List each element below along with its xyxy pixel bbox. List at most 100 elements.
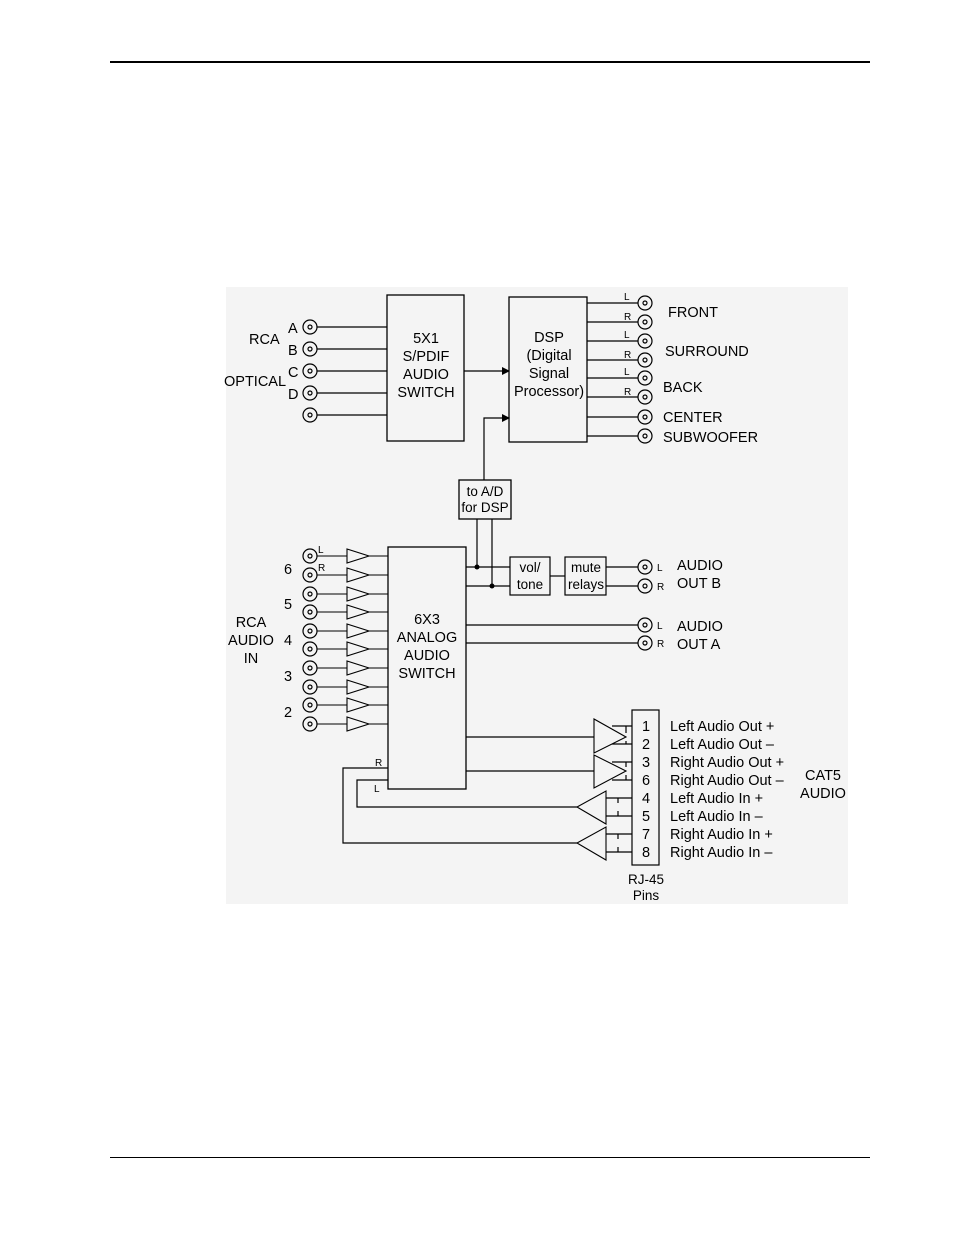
cat5-signal-lines [342, 725, 632, 853]
rj45-signal-5: Left Audio In + [670, 791, 763, 807]
jack-out-a-l [637, 617, 653, 633]
mute-relays-box [564, 556, 607, 596]
rj45-pin-4: 4 [642, 791, 650, 807]
in-amp-right [575, 826, 607, 861]
spdif-letter-c: C [288, 365, 298, 381]
rj45-pin-1: 1 [642, 719, 650, 735]
ad-line-2: for DSP [461, 500, 508, 515]
rca-audio-in-line-2: AUDIO [228, 633, 274, 649]
rj45-pin-3: 3 [642, 755, 650, 771]
vol-tone-box [509, 556, 551, 596]
spdif-letter-b: B [288, 343, 298, 359]
out-b-label-2: OUT B [677, 576, 721, 592]
dsp-output-jacks [587, 295, 653, 444]
out-amp-left [593, 718, 628, 754]
back-l-letter: L [624, 367, 630, 378]
rj45-pin-7: 7 [642, 827, 650, 843]
spdif-rca-label: RCA [249, 332, 280, 348]
out-b-jacks [637, 559, 653, 594]
input-number-3: 3 [284, 669, 292, 685]
jack-subwoofer [637, 428, 653, 444]
ad-box [458, 479, 512, 520]
out-a-l-letter: L [657, 621, 663, 632]
subwoofer-label: SUBWOOFER [663, 430, 758, 446]
analog-switch-line-3: AUDIO [404, 648, 450, 664]
junction-dot-r [489, 583, 495, 589]
center-label: CENTER [663, 410, 723, 426]
out-b-label-1: AUDIO [677, 558, 723, 574]
front-r-letter: R [624, 312, 631, 323]
rj45-signal-2: Left Audio Out – [670, 737, 775, 753]
spdif-letter-d: D [288, 387, 298, 403]
footer-rule [110, 1157, 870, 1158]
spdif-switch-line-2: S/PDIF [403, 349, 450, 365]
rca-audio-in-line-1: RCA [236, 615, 267, 631]
dsp-line-4: Processor) [514, 384, 584, 400]
ad-line-1: to A/D [467, 484, 504, 499]
spdif-letter-a: A [288, 321, 298, 337]
jack-out-b-l [637, 559, 653, 575]
rj45-signal-3: Right Audio Out + [670, 755, 784, 771]
surround-r-letter: R [624, 350, 631, 361]
rj45-pin-8: 8 [642, 845, 650, 861]
input-number-2: 2 [284, 705, 292, 721]
out-b-signal-lines [466, 519, 638, 587]
jack-front-l [637, 295, 653, 311]
out-b-r-letter: R [657, 582, 664, 593]
surround-l-letter: L [624, 330, 630, 341]
vol-tone-line-1: vol/ [519, 560, 540, 575]
dsp-line-2: (Digital [526, 348, 571, 364]
analog-switch-box [387, 546, 467, 790]
rj45-pin-5: 5 [642, 809, 650, 825]
rj45-signal-8: Right Audio In – [670, 845, 773, 861]
rj45-signal-4: Right Audio Out – [670, 773, 785, 789]
rj45-pin-block [631, 709, 660, 866]
in-amp-left [575, 790, 607, 825]
analog-switch-line-1: 6X3 [414, 612, 440, 628]
out-amp-right [593, 754, 628, 789]
spdif-switch-box [386, 294, 465, 442]
analog-switch-line-4: SWITCH [398, 666, 455, 682]
out-a-label-1: AUDIO [677, 619, 723, 635]
back-label: BACK [663, 380, 703, 396]
spdif-input-jacks [302, 319, 387, 423]
rj45-pin-6: 6 [642, 773, 650, 789]
jack-center [637, 409, 653, 425]
dsp-line-3: Signal [529, 366, 569, 382]
input-number-6: 6 [284, 562, 292, 578]
out-a-r-letter: R [657, 639, 664, 650]
rj45-caption-2: Pins [633, 888, 660, 903]
jack-surround-l [637, 333, 653, 349]
cat5-amplifiers [575, 718, 628, 861]
cat5-label-1: CAT5 [805, 768, 841, 784]
rj45-signal-7: Right Audio In + [670, 827, 773, 843]
out-b-l-letter: L [657, 563, 663, 574]
analog-switch-line-2: ANALOG [397, 630, 457, 646]
jack-out-b-r [637, 578, 653, 594]
dsp-box [508, 296, 588, 443]
analog-l-letter: L [318, 545, 324, 556]
input-buffers [317, 548, 388, 732]
spdif-switch-line-1: 5X1 [413, 331, 439, 347]
front-l-letter: L [624, 292, 630, 303]
rj45-signal-6: Left Audio In – [670, 809, 764, 825]
jack-surround-r [637, 352, 653, 368]
vol-tone-line-2: tone [517, 577, 543, 592]
analog-r-letter: R [318, 563, 325, 574]
out-a-jacks [637, 617, 653, 651]
rj45-caption-1: RJ-45 [628, 872, 664, 887]
back-r-letter: R [624, 387, 631, 398]
surround-label: SURROUND [665, 344, 749, 360]
jack-back-r [637, 389, 653, 405]
jack-back-l [637, 370, 653, 386]
rj45-signal-1: Left Audio Out + [670, 719, 774, 735]
mute-relays-line-1: mute [571, 560, 601, 575]
ad-to-dsp-arrow [483, 414, 510, 480]
rj45-pin-2: 2 [642, 737, 650, 753]
rca-audio-in-line-3: IN [244, 651, 259, 667]
cat5-label-2: AUDIO [800, 786, 846, 802]
front-label: FRONT [668, 305, 718, 321]
mute-relays-line-2: relays [568, 577, 604, 592]
jack-out-a-r [637, 635, 653, 651]
